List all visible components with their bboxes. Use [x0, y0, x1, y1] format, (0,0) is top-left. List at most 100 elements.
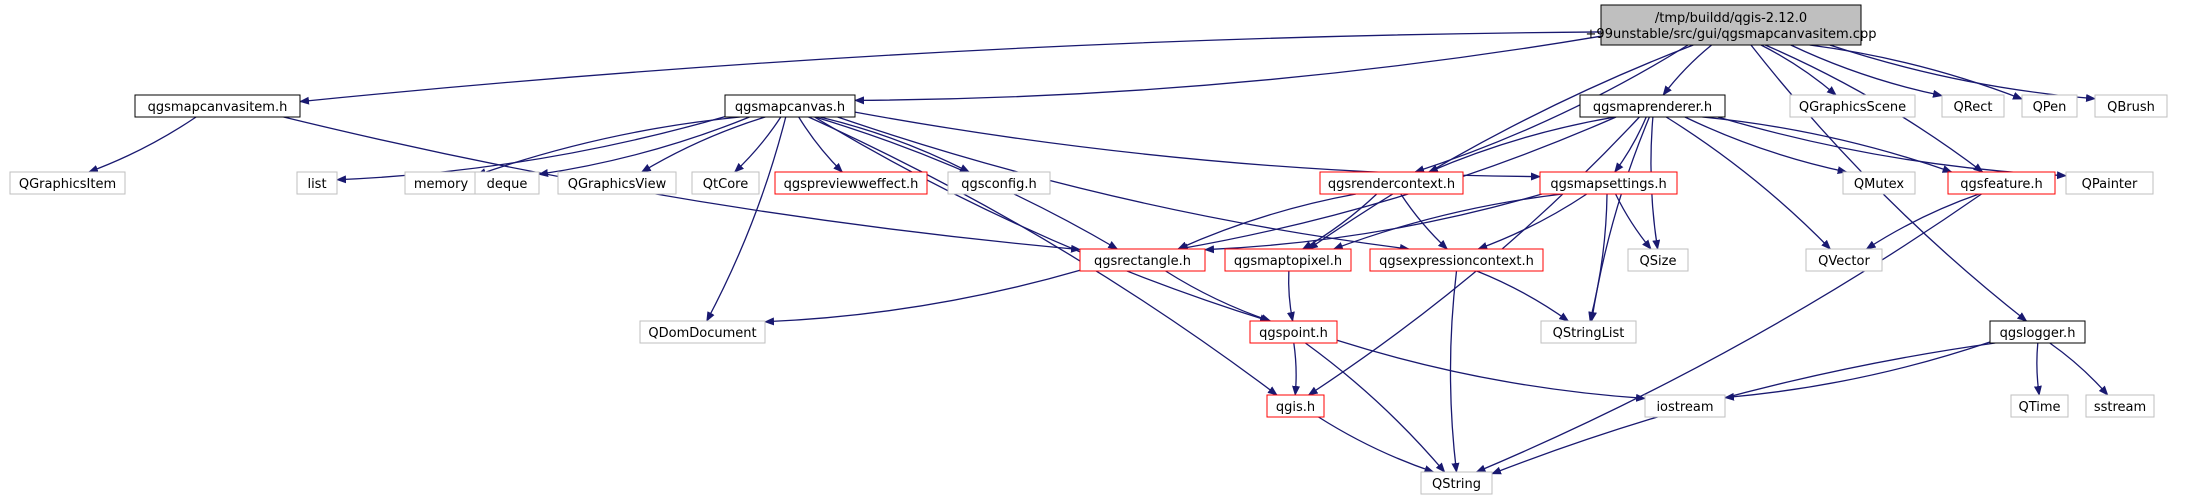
node-label: qgslogger.h [2000, 326, 2076, 341]
node-label: QString [1432, 477, 1481, 492]
node-box [1947, 171, 2056, 195]
edge-qgslogger_h-to-iostream [1724, 341, 1991, 401]
edge-qgsmaprenderer_h-to-qgsrendercontext_h [1427, 116, 1616, 173]
edge-qgsmapsettings_h-to-QSize [1614, 193, 1652, 250]
edge-root-to-qgsmaptopixel_h [1307, 44, 1694, 250]
node-box [2094, 94, 2168, 118]
node-QTime: QTime [2010, 394, 2069, 418]
node-qgsfeature-h[interactable]: qgsfeature.h [1947, 171, 2056, 195]
node-label: qgsfeature.h [1960, 177, 2043, 192]
edge-qgsmaprenderer_h-to-QMutex [1684, 116, 1848, 175]
node-qgsmapcanvas-h[interactable]: qgsmapcanvas.h [724, 94, 856, 118]
node-label: qgsmapcanvasitem.h [148, 100, 288, 115]
node-QGraphicsScene: QGraphicsScene [1789, 94, 1916, 118]
node-box [2085, 394, 2155, 418]
node-label: qgspreviewweffect.h [784, 177, 919, 192]
node-label: QVector [1818, 254, 1870, 269]
node-box [1420, 471, 1493, 495]
node-label: QMutex [1854, 177, 1905, 192]
node-box [1941, 94, 2005, 118]
node-qgsmaptopixel-h[interactable]: qgsmaptopixel.h [1224, 248, 1352, 272]
node-box [1989, 320, 2086, 344]
node-label: QtCore [703, 177, 748, 192]
node-QPen: QPen [2021, 94, 2078, 118]
node-qgsrendercontext-h[interactable]: qgsrendercontext.h [1319, 171, 1464, 195]
edge-qgsrendercontext_h-to-qgsexpressioncontext_h [1400, 193, 1448, 250]
node-qgis-h[interactable]: qgis.h [1266, 394, 1325, 418]
edge-qgsrectangle_h-to-QDomDocument [764, 269, 1081, 326]
edge-qgsmaprenderer_h-to-qgsmapsettings_h [1614, 116, 1647, 173]
edge-qgsfeature_h-to-QVector [1865, 193, 1980, 250]
edge-qgsmapsettings_h-to-qgsrectangle_h [1204, 193, 1543, 254]
node-qgsmapcanvasitem-h[interactable]: qgsmapcanvasitem.h [134, 94, 301, 118]
node-label: QTime [2018, 400, 2060, 415]
node-QRect: QRect [1941, 94, 2005, 118]
edge-qgsexpressioncontext_h-to-QStringList [1476, 270, 1570, 322]
node-qgsexpressioncontext-h[interactable]: qgsexpressioncontext.h [1369, 248, 1544, 272]
edge-qgsmapcanvas_h-to-QtCore [733, 116, 782, 173]
node-qgslogger-h[interactable]: qgslogger.h [1989, 320, 2086, 344]
node-label: qgspoint.h [1259, 326, 1328, 341]
edge-qgsmapcanvasitem_h-to-QGraphicsItem [87, 116, 197, 173]
node-label: qgsmapsettings.h [1550, 177, 1666, 192]
node-qgsmapsettings-h[interactable]: qgsmapsettings.h [1539, 171, 1678, 195]
node-box [1789, 94, 1916, 118]
edge-qgspoint_h-to-qgis_h [1292, 342, 1301, 396]
edge-qgsmapsettings_h-to-qgsmaptopixel_h [1332, 193, 1563, 250]
node-box [2021, 94, 2078, 118]
edge-qgsmapcanvas_h-to-qgspreviewweffect_h [798, 116, 843, 173]
node-iostream: iostream [1644, 394, 1726, 418]
node-box [1805, 248, 1883, 272]
edge-root-to-QBrush [1829, 44, 2096, 102]
node-label: QSize [1640, 254, 1677, 269]
node-qgsmaprenderer-h[interactable]: qgsmaprenderer.h [1579, 94, 1726, 118]
node-root[interactable]: /tmp/buildd/qgis-2.12.0+99unstable/src/g… [1586, 4, 1877, 46]
node-QGraphicsItem: QGraphicsItem [9, 171, 126, 195]
edge-layer [87, 31, 2109, 475]
edge-qgsmapcanvas_h-to-qgspoint_h [814, 116, 1270, 323]
edge-qgsmapsettings_h-to-qgsexpressioncontext_h [1477, 193, 1588, 250]
edge-qgsrendercontext_h-to-qgsmaptopixel_h [1301, 193, 1378, 250]
node-QPainter: QPainter [2065, 171, 2154, 195]
node-QVector: QVector [1805, 248, 1883, 272]
node-qgspreviewweffect-h[interactable]: qgspreviewweffect.h [774, 171, 928, 195]
node-box [1319, 171, 1464, 195]
node-qgspoint-h[interactable]: qgspoint.h [1249, 320, 1338, 344]
node-QStringList: QStringList [1540, 320, 1637, 344]
edge-root-to-QGraphicsScene [1760, 44, 1837, 96]
node-label: QGraphicsItem [19, 177, 116, 192]
node-label: QRect [1954, 100, 1993, 115]
node-qgsrectangle-h[interactable]: qgsrectangle.h [1079, 248, 1206, 272]
node-box [1266, 394, 1325, 418]
edge-qgsexpressioncontext_h-to-QString [1449, 270, 1460, 473]
node-box [1539, 171, 1678, 195]
node-label: QPainter [2082, 177, 2138, 192]
node-QDomDocument: QDomDocument [639, 320, 766, 344]
edge-qgsmapcanvas_h-to-qgsexpressioncontext_h [837, 116, 1410, 252]
node-box [1842, 171, 1916, 195]
node-label: qgsrendercontext.h [1328, 177, 1455, 192]
node-box [1579, 94, 1726, 118]
edge-root-to-QRect [1790, 44, 1943, 98]
edge-root-to-QPen [1809, 44, 2023, 100]
node-memory: memory [404, 171, 478, 195]
node-label: qgsmaprenderer.h [1593, 100, 1712, 115]
node-label: QGraphicsScene [1799, 100, 1906, 115]
node-QGraphicsView: QGraphicsView [557, 171, 677, 195]
edge-qgsmaptopixel_h-to-qgspoint_h [1286, 270, 1295, 322]
node-layer: /tmp/buildd/qgis-2.12.0+99unstable/src/g… [9, 4, 2168, 495]
node-QString: QString [1420, 471, 1493, 495]
node-box [691, 171, 760, 195]
node-label: iostream [1656, 400, 1713, 415]
edge-root-to-qgsmapcanvas_h [854, 35, 1602, 105]
edge-qgsmapcanvas_h-to-qgsconfig_h [819, 116, 971, 173]
node-label: qgsrectangle.h [1094, 254, 1191, 269]
node-QtCore: QtCore [691, 171, 760, 195]
edge-qgsrectangle_h-to-qgspoint_h [1165, 270, 1272, 322]
edge-qgsmapcanvasitem_h-to-qgsrectangle_h [283, 116, 1081, 253]
node-label: /tmp/buildd/qgis-2.12.0 [1655, 11, 1807, 26]
edge-qgsmapcanvas_h-to-QGraphicsView [640, 116, 766, 173]
node-box [724, 94, 856, 118]
node-label: QDomDocument [648, 326, 756, 341]
